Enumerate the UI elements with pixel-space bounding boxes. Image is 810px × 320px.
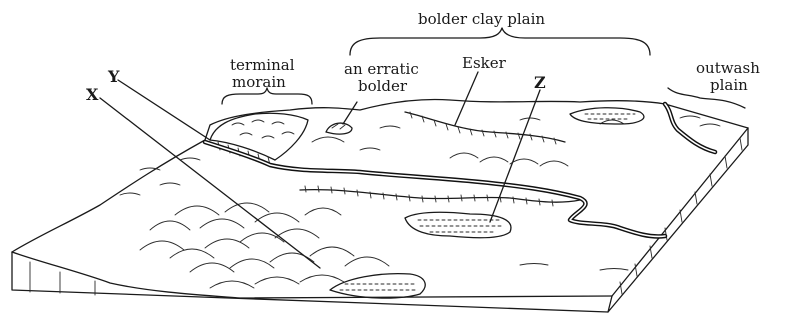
label-z: Z — [534, 73, 546, 92]
esker-ridge — [300, 112, 580, 206]
label-x: X — [86, 85, 99, 104]
erratic-boulder — [326, 123, 352, 134]
label-plain: plain — [710, 76, 748, 94]
block-outline — [12, 99, 748, 312]
outwash-lake — [570, 108, 644, 124]
erratic-leader — [343, 102, 357, 124]
label-outwash: outwash — [696, 59, 760, 77]
section-lines — [100, 80, 320, 268]
meltwater-river — [205, 104, 715, 236]
bolder-clay-plain-brace — [350, 28, 650, 55]
label-esker: Esker — [462, 54, 507, 72]
section-line-y — [118, 80, 210, 140]
z-leader — [490, 90, 540, 222]
label-y: Y — [107, 67, 120, 86]
esker-leader — [455, 72, 478, 125]
label-bolder-clay-plain: bolder clay plain — [418, 10, 545, 28]
label-morain: morain — [232, 73, 286, 91]
front-lake — [330, 274, 425, 298]
terminal-moraine-ridge — [210, 113, 308, 165]
label-terminal: terminal — [230, 56, 295, 74]
kettle-lake-z — [405, 212, 511, 238]
label-an-erratic: an erratic — [344, 60, 419, 78]
label-bolder: bolder — [358, 77, 408, 95]
text-labels: bolder clay plain terminal morain an err… — [86, 10, 760, 104]
